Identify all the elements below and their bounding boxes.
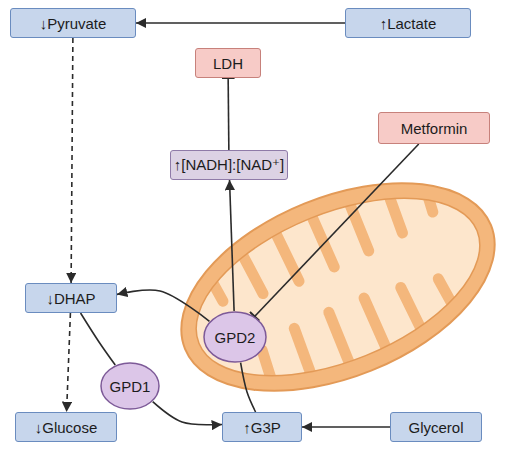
- crista: [236, 240, 263, 296]
- enzyme-drug-box: LDH: [195, 48, 261, 78]
- reaction-arrow: [153, 402, 222, 425]
- inner-membrane: [171, 162, 505, 412]
- enzyme-drug-box: Metformin: [378, 112, 490, 144]
- outer-membrane: [151, 142, 520, 433]
- node-label: GPD1: [110, 378, 151, 395]
- reaction-arrow: [241, 363, 256, 412]
- crista: [310, 211, 334, 267]
- ellipse-shape: [101, 363, 159, 409]
- node-label: ↓Pyruvate: [40, 15, 107, 32]
- metabolite-box: ↑Lactate: [345, 8, 471, 38]
- reaction-arrow: [136, 22, 345, 24]
- reaction-arrow: [302, 426, 390, 428]
- inhibition-connector: [227, 78, 229, 150]
- metabolite-box: Glycerol: [390, 412, 482, 442]
- cristae: [199, 168, 480, 406]
- metabolite-box: ↑G3P: [222, 412, 302, 442]
- node-label: ↓Glucose: [35, 419, 98, 436]
- node-label: ↑G3P: [243, 419, 281, 436]
- ellipse-shape: [204, 312, 266, 362]
- reaction-arrow: [117, 290, 209, 321]
- reaction-arrow: [230, 180, 235, 311]
- matrix: [171, 162, 505, 412]
- node-label: ↑[NADH]:[NAD⁺]: [174, 156, 284, 174]
- metabolite-box: ↓DHAP: [25, 283, 117, 313]
- node-label: GPD2: [215, 329, 256, 346]
- crista: [416, 168, 437, 212]
- node-label: Glycerol: [408, 419, 463, 436]
- reaction-arrow: [71, 38, 73, 283]
- crista: [329, 312, 351, 368]
- crista: [382, 182, 404, 233]
- mitochondrion: [151, 142, 520, 433]
- reaction-arrow: [67, 313, 71, 412]
- node-label: ↓DHAP: [46, 290, 95, 307]
- crista: [364, 297, 388, 353]
- reaction-arrow: [81, 313, 116, 365]
- enzyme-ellipse: GPD2: [203, 311, 267, 363]
- node-label: ↑Lactate: [380, 15, 437, 32]
- node-label: LDH: [213, 55, 243, 72]
- enzyme-ellipse: GPD1: [100, 362, 160, 410]
- metabolite-box: ↓Glucose: [15, 412, 117, 442]
- metabolite-box: ↓Pyruvate: [10, 8, 136, 38]
- crista: [258, 350, 280, 398]
- ratio-box: ↑[NADH]:[NAD⁺]: [170, 150, 288, 180]
- node-label: Metformin: [401, 120, 468, 137]
